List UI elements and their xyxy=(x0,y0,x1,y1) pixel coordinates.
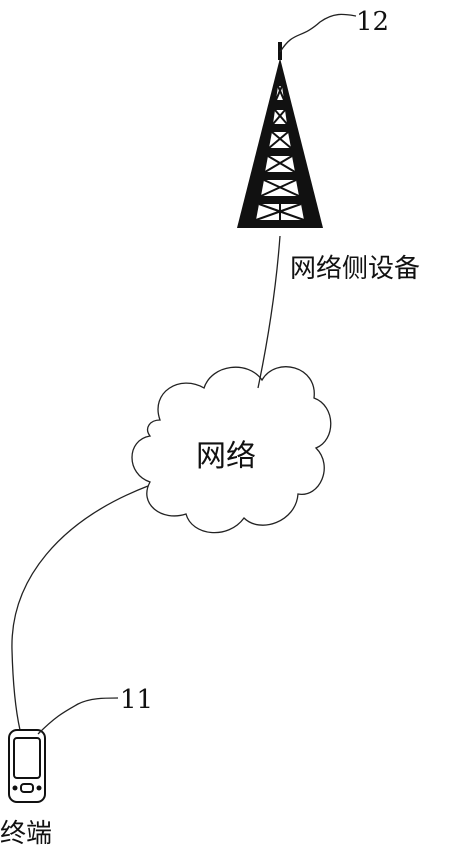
tower-ref-leader xyxy=(279,13,357,53)
cell-tower-icon xyxy=(237,42,323,228)
network-label: 网络 xyxy=(196,439,256,474)
mobile-phone-icon xyxy=(8,729,46,803)
terminal-label: 终端 xyxy=(0,819,52,849)
terminal-ref-leader xyxy=(37,697,119,735)
tower-to-network-link xyxy=(257,235,281,389)
cloud-icon xyxy=(131,366,332,534)
tower-ref-number: 12 xyxy=(356,7,389,37)
terminal-ref-number: 11 xyxy=(120,685,153,715)
tower-label: 网络侧设备 xyxy=(290,254,420,284)
network-to-terminal-link xyxy=(11,485,149,731)
